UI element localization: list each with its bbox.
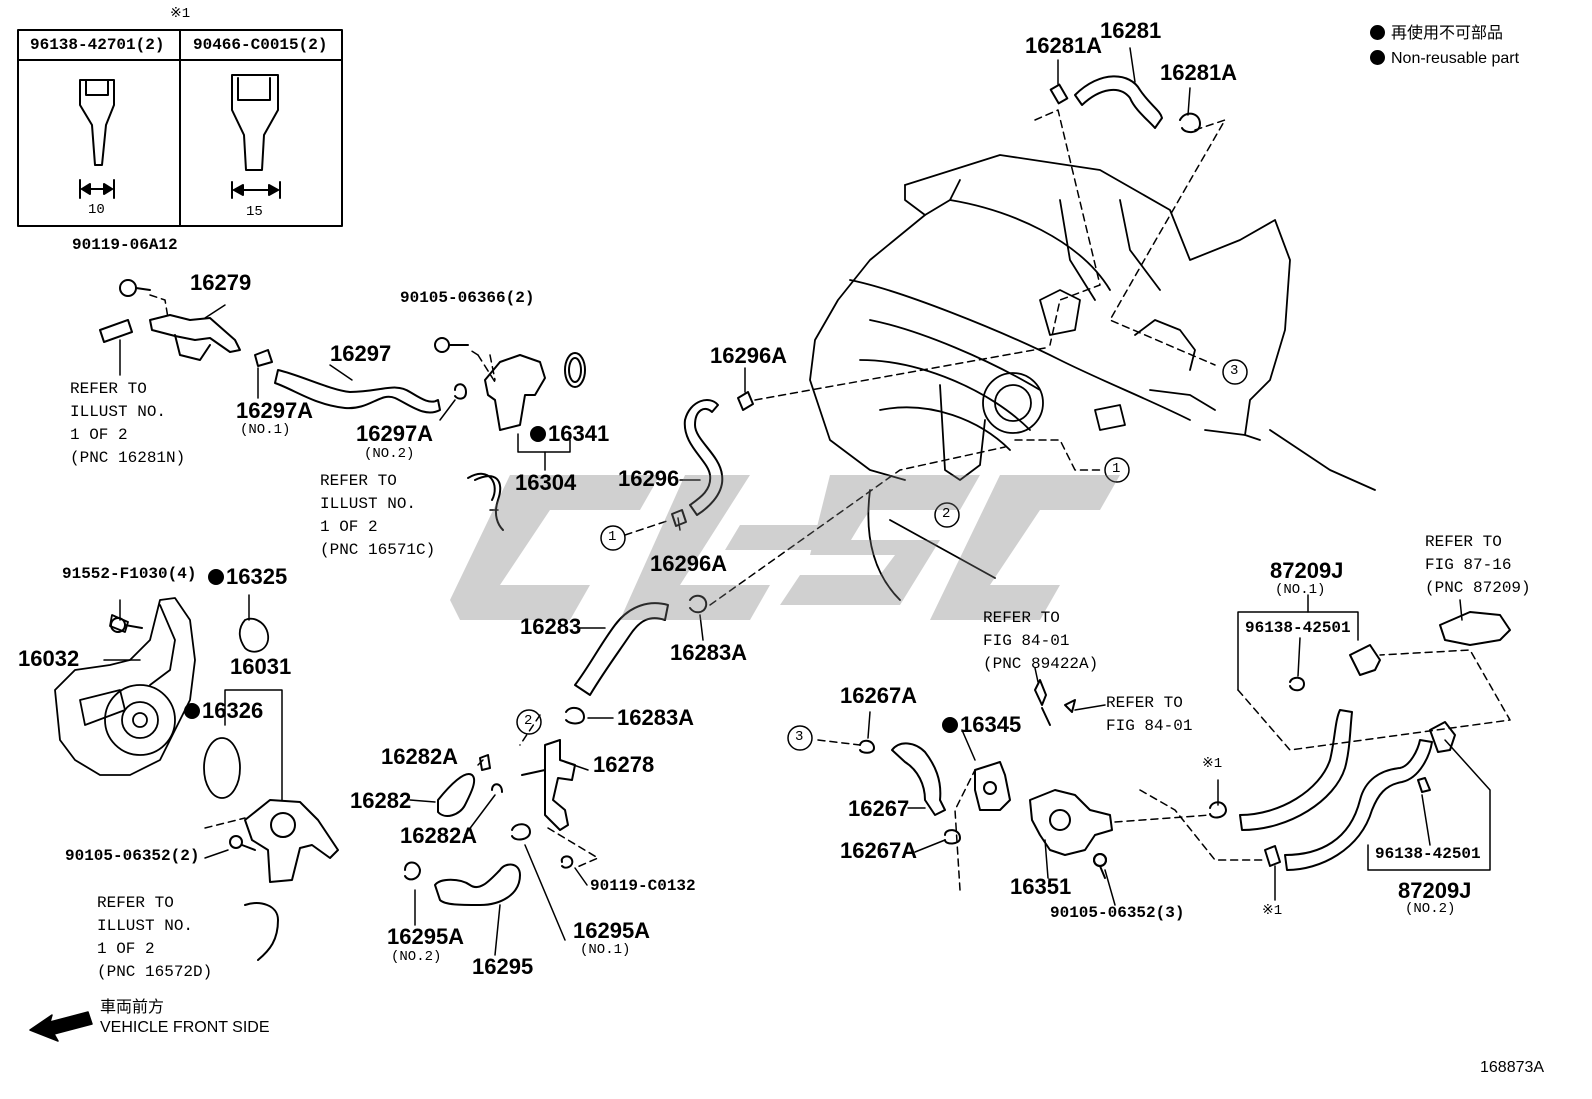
part-16341[interactable]: 16341 bbox=[530, 423, 609, 445]
part-16297A-no2[interactable]: 16297A bbox=[356, 421, 434, 446]
non-reusable-dot-icon bbox=[1370, 25, 1385, 40]
figure-id: 168873A bbox=[1480, 1059, 1545, 1076]
dashed-lines bbox=[149, 109, 1511, 891]
part-90105-06352-3[interactable]: 90105-06352(3) bbox=[1050, 904, 1185, 922]
part-16278[interactable]: 16278 bbox=[593, 752, 655, 777]
table-col1-part: 96138-42701(2) bbox=[30, 36, 165, 54]
watermark-logo bbox=[450, 475, 1120, 620]
part-16267A-lower[interactable]: 16267A bbox=[840, 838, 918, 863]
note-refer-16281N: REFER TO ILLUST NO. 1 OF 2 (PNC 16281N) bbox=[70, 380, 186, 467]
vehicle-front-arrow bbox=[29, 1011, 93, 1042]
note-refer-89422A: REFER TO FIG 84-01 (PNC 89422A) bbox=[983, 609, 1099, 673]
part-16297A-no1-sub: (NO.1) bbox=[240, 422, 291, 438]
part-16297A-no2-sub: (NO.2) bbox=[364, 446, 415, 462]
circled-markers bbox=[516, 359, 1248, 751]
direction-en: VEHICLE FRONT SIDE bbox=[100, 1019, 270, 1036]
direction-jp: 車両前方 bbox=[100, 999, 165, 1016]
part-16283[interactable]: 16283 bbox=[520, 614, 582, 639]
part-16326[interactable]: 16326 bbox=[184, 700, 263, 722]
part-16295A-no2-sub: (NO.2) bbox=[391, 949, 442, 965]
clip-size-table bbox=[17, 29, 343, 227]
part-90105-06352-2[interactable]: 90105-06352(2) bbox=[65, 847, 200, 865]
part-96138-42501-upper[interactable]: 96138-42501 bbox=[1245, 619, 1351, 637]
part-90105-06366[interactable]: 90105-06366(2) bbox=[400, 289, 535, 307]
part-91552-F1030[interactable]: 91552-F1030(4) bbox=[62, 565, 197, 583]
pipe-16278-group bbox=[404, 739, 576, 906]
mark-1-upper: ※1 bbox=[1202, 756, 1223, 772]
hose-16296 bbox=[671, 391, 754, 527]
part-16296A-top[interactable]: 16296A bbox=[710, 343, 788, 368]
note-refer-87209: REFER TO FIG 87-16 (PNC 87209) bbox=[1425, 533, 1531, 597]
part-16295A-no1[interactable]: 16295A bbox=[573, 918, 651, 943]
part-16295A-no1-sub: (NO.1) bbox=[580, 942, 631, 958]
engine-assembly bbox=[809, 154, 1376, 601]
table-col1-dim: 10 bbox=[88, 202, 105, 218]
hose-16283 bbox=[565, 594, 708, 725]
part-16267[interactable]: 16267 bbox=[848, 796, 910, 821]
part-16032[interactable]: 16032 bbox=[18, 646, 80, 671]
part-16283A-lower[interactable]: 16283A bbox=[617, 705, 695, 730]
table-col2-dim: 15 bbox=[246, 204, 263, 220]
non-reusable-dot-icon bbox=[1370, 50, 1385, 65]
part-16296A-bottom[interactable]: 16296A bbox=[650, 551, 728, 576]
part-96138-42501-lower[interactable]: 96138-42501 bbox=[1375, 845, 1481, 863]
part-90119-C0132[interactable]: 90119-C0132 bbox=[590, 877, 696, 895]
hose-16279-16297 bbox=[99, 279, 467, 414]
part-16282A-lower[interactable]: 16282A bbox=[400, 823, 478, 848]
part-16282[interactable]: 16282 bbox=[350, 788, 412, 813]
marker-3-right: 3 bbox=[1230, 363, 1239, 379]
marker-3-left: 3 bbox=[795, 729, 804, 745]
marker-2-upper: 2 bbox=[942, 506, 951, 522]
part-87209J-no2[interactable]: 87209J bbox=[1398, 878, 1472, 903]
part-16283A-upper[interactable]: 16283A bbox=[670, 640, 748, 665]
part-16267A-upper[interactable]: 16267A bbox=[840, 683, 918, 708]
part-87209J-no1-sub: (NO.1) bbox=[1275, 582, 1326, 598]
hose-87209J bbox=[1209, 611, 1511, 871]
part-16296[interactable]: 16296 bbox=[618, 466, 680, 491]
part-16304[interactable]: 16304 bbox=[515, 470, 577, 495]
part-16295[interactable]: 16295 bbox=[472, 954, 534, 979]
part-90119-06A12[interactable]: 90119-06A12 bbox=[72, 236, 178, 254]
part-16279[interactable]: 16279 bbox=[190, 270, 252, 295]
note-refer-16572D: REFER TO ILLUST NO. 1 OF 2 (PNC 16572D) bbox=[97, 894, 213, 981]
part-16297A-no1[interactable]: 16297A bbox=[236, 398, 314, 423]
part-16031[interactable]: 16031 bbox=[230, 654, 292, 679]
note-refer-16571C: REFER TO ILLUST NO. 1 OF 2 (PNC 16571C) bbox=[320, 472, 436, 559]
legend-jp-text: 再使用不可部品 bbox=[1391, 25, 1504, 42]
marker-1-right: 1 bbox=[1112, 461, 1121, 477]
legend-en: Non-reusable part bbox=[1370, 50, 1519, 67]
part-16295A-no2[interactable]: 16295A bbox=[387, 924, 465, 949]
marker-2-lower: 2 bbox=[524, 713, 533, 729]
table-mark: ※1 bbox=[170, 6, 191, 22]
water-outlet-16304 bbox=[434, 337, 586, 531]
part-16281[interactable]: 16281 bbox=[1100, 18, 1162, 43]
note-refer-84-01: REFER TO FIG 84-01 bbox=[1106, 694, 1193, 735]
marker-1-left: 1 bbox=[608, 529, 617, 545]
part-16281A-right[interactable]: 16281A bbox=[1160, 60, 1238, 85]
part-16281A-left[interactable]: 16281A bbox=[1025, 33, 1103, 58]
part-16282A-upper[interactable]: 16282A bbox=[381, 744, 459, 769]
part-16345[interactable]: 16345 bbox=[942, 714, 1021, 736]
bolts bbox=[110, 617, 1107, 867]
legend-jp: 再使用不可部品 bbox=[1370, 25, 1503, 42]
part-16297[interactable]: 16297 bbox=[330, 341, 392, 366]
part-16351[interactable]: 16351 bbox=[1010, 874, 1072, 899]
part-16325[interactable]: 16325 bbox=[208, 566, 287, 588]
table-col2-part: 90466-C0015(2) bbox=[193, 36, 328, 54]
part-87209J-no1[interactable]: 87209J bbox=[1270, 558, 1344, 583]
legend-en-text: Non-reusable part bbox=[1391, 50, 1520, 67]
mark-1-lower: ※1 bbox=[1262, 903, 1283, 919]
part-87209J-no2-sub: (NO.2) bbox=[1405, 901, 1456, 917]
thermostat-housing-16031 bbox=[229, 799, 339, 961]
leader-lines bbox=[103, 47, 1491, 956]
hose-16281 bbox=[1049, 75, 1201, 134]
